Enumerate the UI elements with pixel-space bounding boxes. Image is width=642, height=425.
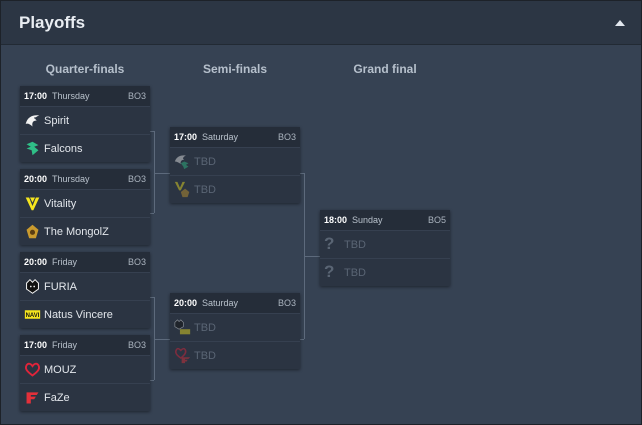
team-row-falcons[interactable]: Falcons [20, 134, 150, 162]
question-mark-icon: ? [324, 262, 335, 281]
match-header: 17:00 Saturday BO3 [170, 127, 300, 147]
team-row-tbd[interactable]: TBD [170, 341, 300, 369]
match-time: 20:00 [24, 257, 48, 267]
panel-header[interactable]: Playoffs [1, 1, 641, 45]
match-time: 20:00 [24, 174, 48, 184]
mouz-logo-icon [24, 362, 41, 377]
bracket-connector [304, 256, 320, 257]
bracket-connector [300, 173, 304, 174]
round-title-quarter-finals: Quarter-finals [45, 62, 125, 76]
match-card-qf2[interactable]: 20:00 Thursday BO3 Vitality The MongolZ [20, 169, 150, 245]
panel-title: Playoffs [19, 13, 86, 32]
match-time: 17:00 [24, 340, 48, 350]
team-row-tbd[interactable]: TBD [170, 147, 300, 175]
spirit-logo-icon [25, 115, 40, 127]
team-name: Spirit [44, 115, 70, 127]
match-day: Thursday [52, 174, 90, 184]
match-card-qf1[interactable]: 17:00 Thursday BO3 Spirit Falcons [20, 86, 150, 162]
team-row-mouz[interactable]: MOUZ [20, 355, 150, 383]
match-time: 20:00 [174, 298, 198, 308]
furia-navi-logo-icon [174, 319, 191, 335]
team-row-tbd[interactable]: TBD [170, 313, 300, 341]
team-name: TBD [194, 350, 216, 362]
match-format: BO3 [127, 174, 146, 184]
team-row-tbd[interactable]: TBD [170, 175, 300, 203]
match-time: 17:00 [174, 132, 198, 142]
team-name: The MongolZ [44, 226, 109, 238]
round-title-grand-final: Grand final [353, 62, 417, 76]
team-row-natus-vincere[interactable]: NAVI Natus Vincere [20, 300, 150, 328]
team-row-tbd[interactable]: ? TBD [320, 258, 450, 286]
match-day: Thursday [52, 91, 90, 101]
team-name: TBD [194, 184, 216, 196]
match-format: BO3 [127, 257, 146, 267]
match-card-sf2[interactable]: 20:00 Saturday BO3 TBD TBD [170, 293, 300, 369]
mongolz-logo-icon [26, 224, 39, 239]
falcons-logo-icon [26, 141, 39, 156]
match-format: BO3 [127, 340, 146, 350]
match-card-grand-final[interactable]: 18:00 Sunday BO5 ? TBD ? TBD [320, 210, 450, 286]
bracket-connector [154, 339, 170, 340]
match-header: 20:00 Friday BO3 [20, 252, 150, 272]
vitality-mongolz-logo-icon [174, 181, 190, 198]
team-name: FaZe [44, 392, 70, 404]
match-header: 17:00 Friday BO3 [20, 335, 150, 355]
match-header: 20:00 Thursday BO3 [20, 169, 150, 189]
match-day: Saturday [202, 132, 239, 142]
bracket-connector [154, 173, 170, 174]
match-card-sf1[interactable]: 17:00 Saturday BO3 TBD TBD [170, 127, 300, 203]
team-name: TBD [344, 239, 366, 251]
match-time: 18:00 [324, 215, 348, 225]
match-header: 17:00 Thursday BO3 [20, 86, 150, 106]
faze-logo-icon [26, 392, 39, 404]
team-name: TBD [194, 156, 216, 168]
match-day: Friday [52, 257, 78, 267]
match-day: Sunday [352, 215, 383, 225]
bracket-connector [150, 297, 154, 298]
match-format: BO3 [277, 132, 296, 142]
team-row-vitality[interactable]: Vitality [20, 189, 150, 217]
match-header: 18:00 Sunday BO5 [320, 210, 450, 230]
team-row-furia[interactable]: FURIA [20, 272, 150, 300]
team-name: FURIA [44, 281, 77, 293]
match-day: Friday [52, 340, 78, 350]
team-row-the-mongolz[interactable]: The MongolZ [20, 217, 150, 245]
match-format: BO3 [127, 91, 146, 101]
match-time: 17:00 [24, 91, 48, 101]
team-name: Natus Vincere [44, 309, 113, 321]
vitality-logo-icon [25, 197, 40, 211]
svg-text:NAVI: NAVI [26, 313, 40, 319]
bracket-connector [150, 213, 154, 214]
match-day: Saturday [202, 298, 239, 308]
match-format: BO3 [277, 298, 296, 308]
question-mark-icon: ? [324, 234, 335, 253]
furia-logo-icon [26, 278, 39, 294]
team-name: TBD [194, 322, 216, 334]
bracket-connector [150, 380, 154, 381]
match-header: 20:00 Saturday BO3 [170, 293, 300, 313]
bracket-connector [154, 297, 155, 380]
team-name: Vitality [44, 198, 77, 210]
bracket-connector [150, 131, 154, 132]
navi-logo-icon: NAVI [24, 310, 41, 319]
bracket-connector [154, 131, 155, 213]
team-row-spirit[interactable]: Spirit [20, 106, 150, 134]
spirit-falcons-logo-icon [174, 155, 189, 170]
team-row-tbd[interactable]: ? TBD [320, 230, 450, 258]
team-name: Falcons [44, 143, 83, 155]
bracket-connector [300, 339, 304, 340]
mouz-faze-logo-icon [175, 347, 191, 364]
match-format: BO5 [427, 215, 446, 225]
team-row-faze[interactable]: FaZe [20, 383, 150, 411]
match-card-qf3[interactable]: 20:00 Friday BO3 FURIA NAVI Natus Vincer… [20, 252, 150, 328]
team-name: TBD [344, 267, 366, 279]
round-title-semi-finals: Semi-finals [202, 62, 268, 76]
match-card-qf4[interactable]: 17:00 Friday BO3 MOUZ FaZe [20, 335, 150, 411]
team-name: MOUZ [44, 364, 77, 376]
collapse-arrow-icon[interactable] [615, 20, 625, 26]
